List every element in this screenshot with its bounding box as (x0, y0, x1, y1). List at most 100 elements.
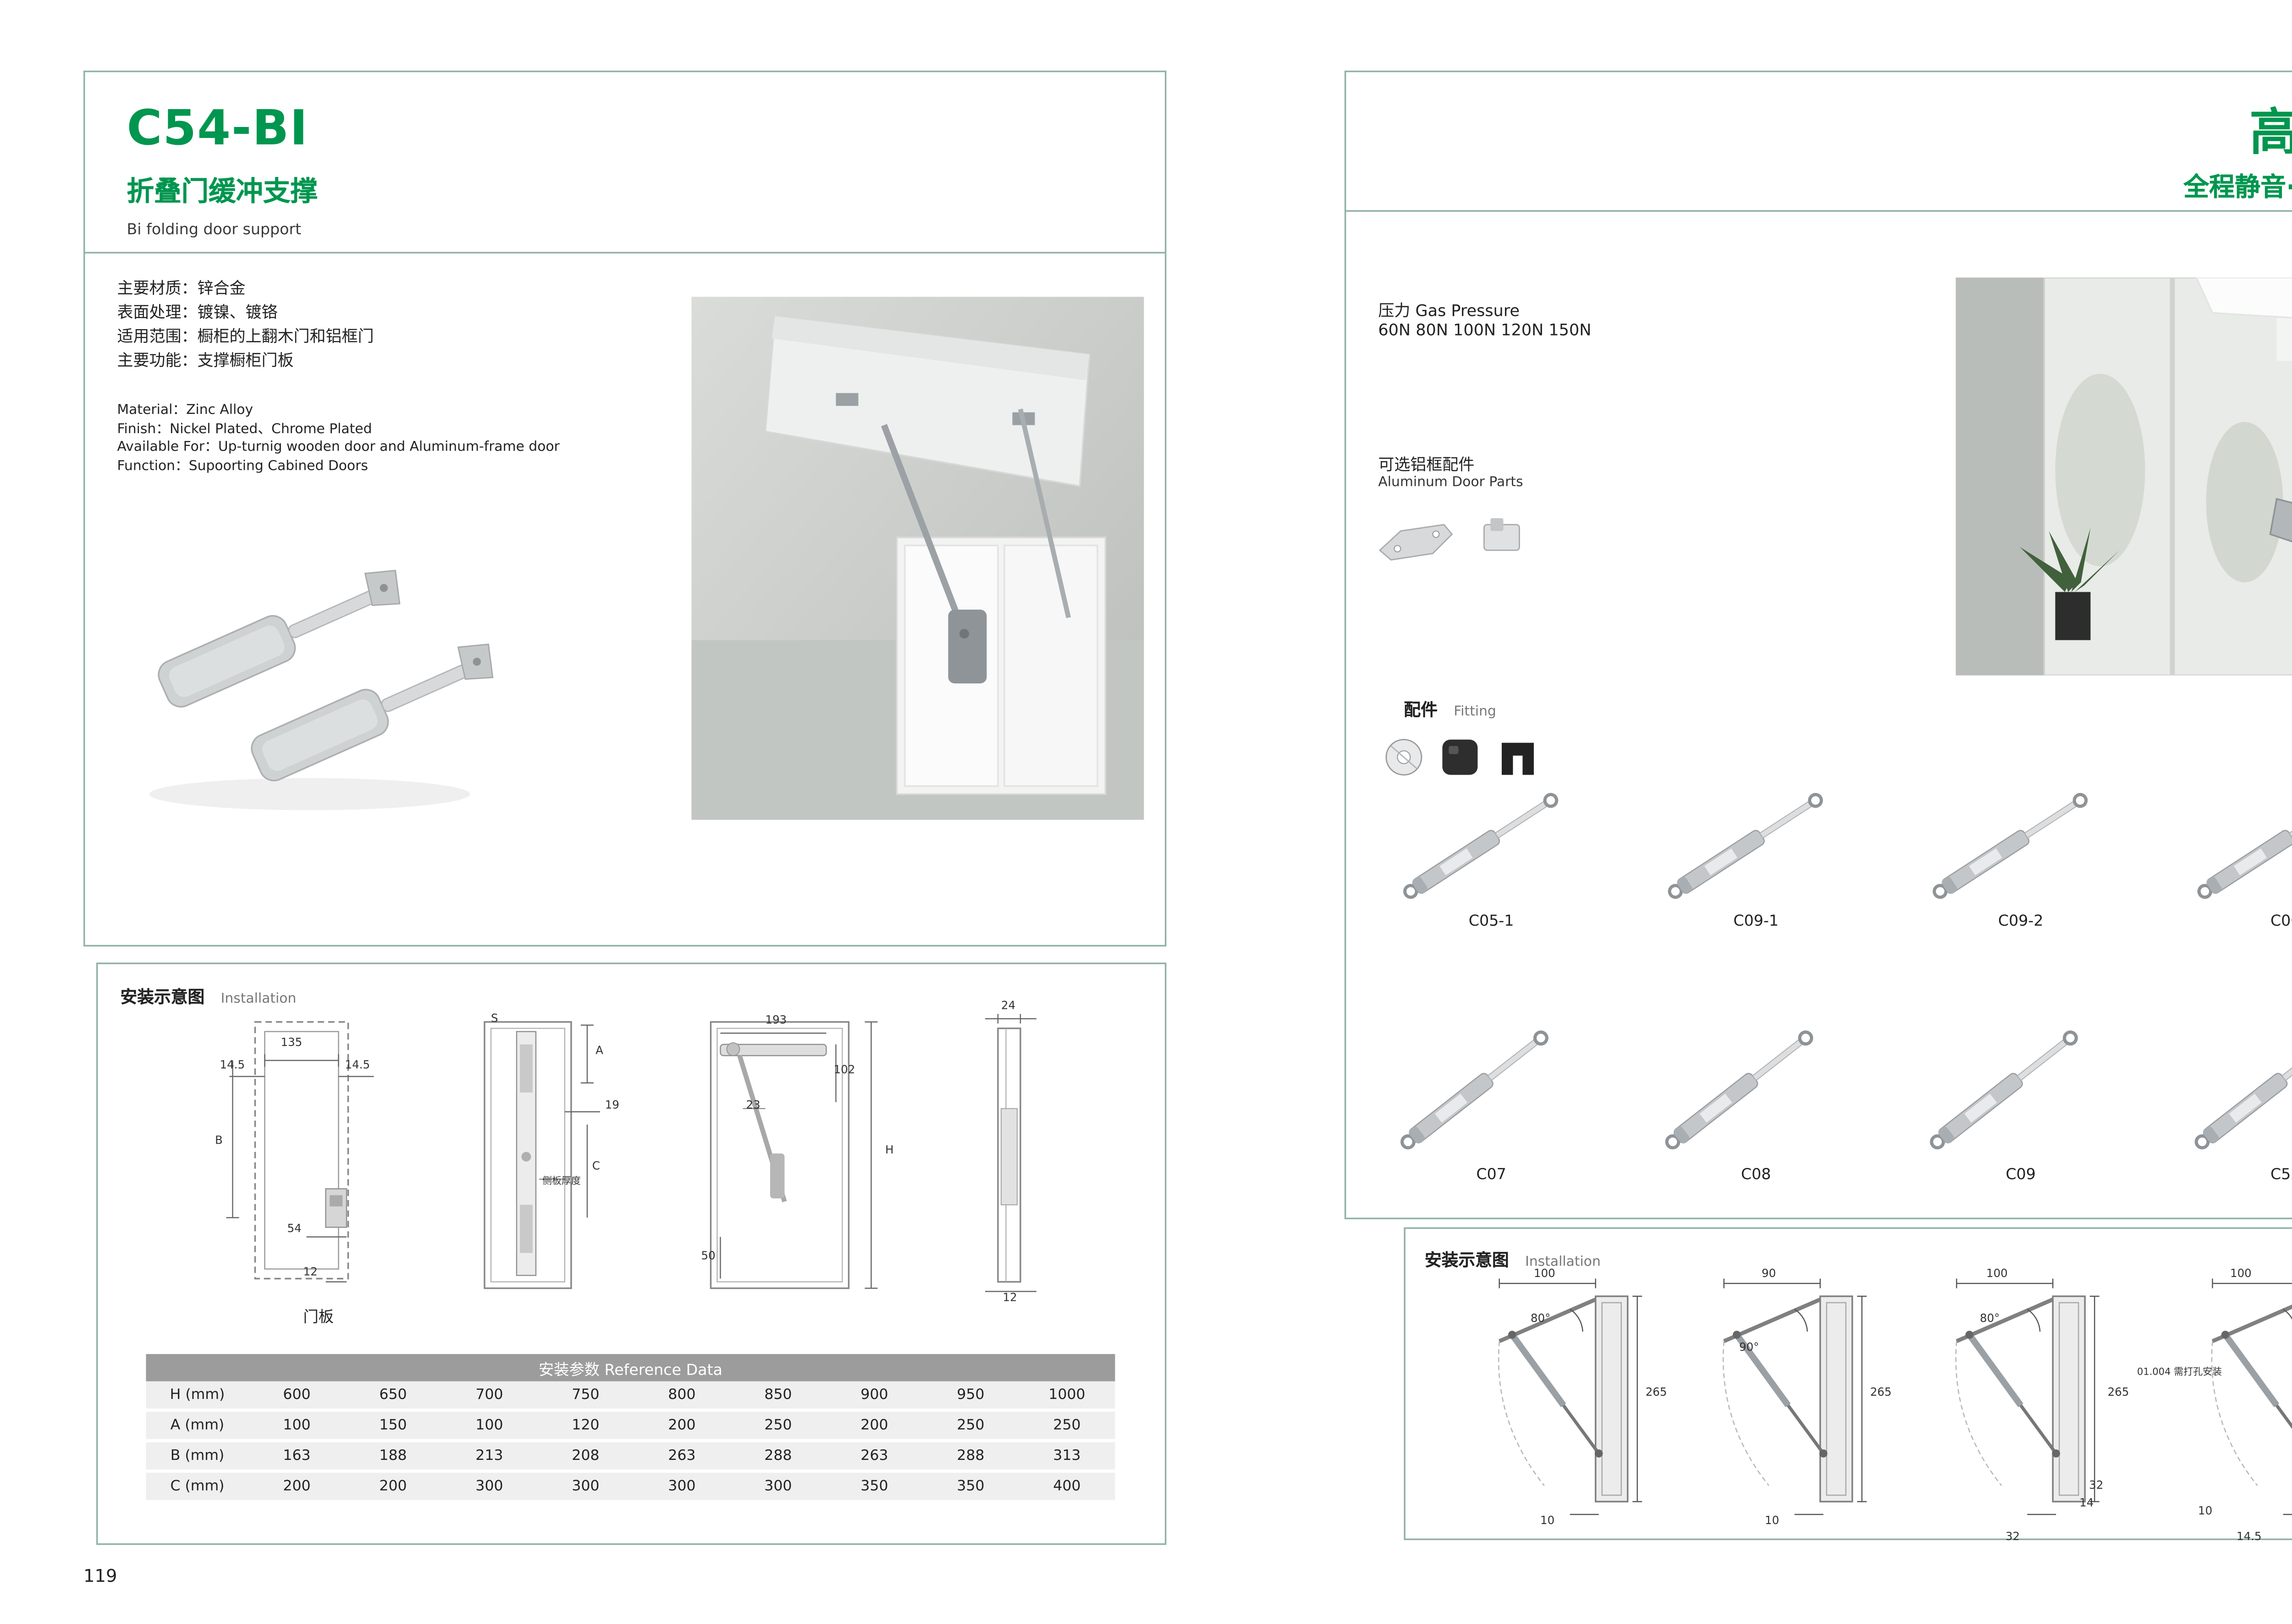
product-code: C08 (1741, 1166, 1771, 1184)
dim-label: 10 (1765, 1514, 1780, 1527)
dim-label: 265 (1645, 1386, 1667, 1399)
product-item: C09-2 (1889, 738, 2154, 930)
product-photo (125, 529, 494, 826)
dim-label: 32 (2006, 1530, 2020, 1543)
table-cell: 100 (283, 1417, 311, 1434)
table-cell: 400 (1053, 1478, 1081, 1495)
table-cell: 150 (379, 1417, 407, 1434)
pressure-label: 压力 Gas Pressure (1378, 303, 1520, 321)
install-diagram-3: 100 80° 265 32 14 32 (1916, 1267, 2129, 1543)
gas-spring-image (1636, 971, 1876, 1160)
product-row-1: C05-1 C09-1 C09-2 (1359, 738, 2292, 930)
left-installation-panel: 安装示意图 Installation 135 14.5 1 (96, 963, 1167, 1545)
diagram-drawing (710, 1021, 878, 1289)
diagram-door-front: 135 14.5 14.5 B 54 12 (210, 1013, 427, 1298)
product-code: C09-1 (1733, 913, 1779, 931)
dim-label: 23 (746, 1099, 760, 1112)
dim-label: 80° (1531, 1312, 1551, 1325)
installation-label-en: Installation (220, 991, 297, 1007)
dim-label: 100 (2230, 1267, 2252, 1280)
table-cell: 288 (957, 1448, 985, 1464)
product-model-title: C54-BI (127, 101, 309, 158)
diagram-cabinet-section: 193 102 23 50 H (695, 1013, 894, 1298)
product-item: C07 (1359, 971, 1624, 1184)
dim-label: B (215, 1134, 223, 1147)
installation-label-cn: 安装示意图 (1425, 1251, 1509, 1271)
table-cell: 288 (764, 1448, 792, 1464)
gas-spring-image (1901, 738, 2141, 907)
table-cell: 120 (572, 1417, 600, 1434)
fitting-section-label: 配件 Fitting (1404, 692, 1496, 722)
product-code: C09-2 (1998, 913, 2044, 931)
dim-label: 32 (2089, 1479, 2104, 1492)
gas-spring-image (1371, 738, 1612, 907)
product-item: C52 (2153, 971, 2292, 1184)
row-label: H (mm) (170, 1387, 225, 1403)
fitting-accessories-image (1382, 727, 1558, 788)
dim-label: 50 (701, 1250, 716, 1263)
gas-spring-image (1371, 971, 1612, 1160)
gas-spring-image (2165, 971, 2292, 1160)
support-hardware-image (149, 561, 494, 810)
row-label: B (mm) (170, 1448, 225, 1464)
dim-label: 102 (833, 1063, 855, 1077)
table-cell: 163 (283, 1448, 311, 1464)
dim-label: 265 (2107, 1386, 2129, 1399)
aluminum-parts-label-cn: 可选铝框配件 (1378, 457, 1475, 475)
install-diagram-4: 100 265 01.004 需打孔安装 Φ15 14.5 10 (2137, 1267, 2292, 1543)
dim-label: 90 (1762, 1267, 1776, 1280)
table-title: 安装参数 Reference Data (146, 1354, 1115, 1382)
aluminum-parts-icons (1378, 518, 1520, 561)
table-cell: 350 (957, 1478, 985, 1495)
spec-line: 表面处理：镀镍、镀铬 (117, 305, 278, 323)
product-code: C07 (1476, 1166, 1507, 1184)
table-cell: 300 (668, 1478, 696, 1495)
fitting-label-en: Fitting (1454, 704, 1496, 721)
diagram-drawing (1916, 1274, 2116, 1530)
aluminum-parts-label-en: Aluminum Door Parts (1378, 475, 1523, 491)
table-cell: 188 (379, 1448, 407, 1464)
install-diagram-1: 100 80° 265 10 (1466, 1267, 1667, 1530)
table-cell: 208 (572, 1448, 600, 1464)
diagram-drawing (2160, 1274, 2292, 1530)
product-code: C05-1 (1468, 913, 1514, 931)
table-cell: 213 (475, 1448, 503, 1464)
spec-line: Material：Zinc Alloy (117, 402, 253, 419)
installation-label-en: Installation (1525, 1255, 1601, 1271)
spec-line: Finish：Nickel Plated、Chrome Plated (117, 421, 372, 437)
dim-label: 10 (1540, 1514, 1555, 1527)
table-cell: 300 (764, 1478, 792, 1495)
table-cell: 200 (668, 1417, 696, 1434)
dim-label: 19 (605, 1099, 619, 1112)
diagram-drawing (1466, 1274, 1651, 1530)
table-cell: 950 (957, 1387, 985, 1403)
dim-label: 14.5 (220, 1059, 245, 1072)
table-cell: 200 (283, 1478, 311, 1495)
dim-label: 10 (2198, 1505, 2213, 1518)
left-page-main-panel: C54-BI 折叠门缓冲支撑 Bi folding door support 主… (83, 71, 1167, 947)
table-cell: 250 (1053, 1417, 1081, 1434)
divider (1346, 210, 2292, 212)
diagram-drawing (226, 1021, 374, 1283)
diagram-side-view: S A 19 C 侧板厚度 (459, 1013, 619, 1298)
pressure-values: 60N 80N 100N 120N 150N (1378, 322, 1592, 341)
side-thickness-note: 侧板厚度 (542, 1176, 581, 1188)
product-item: C05-1 (1359, 738, 1624, 930)
table-cell: 300 (475, 1478, 503, 1495)
table-cell: 250 (957, 1417, 985, 1434)
quality-subtitle-cn: 全程静音·缓冲支撑 (2183, 171, 2292, 203)
spec-line: 主要材质：锌合金 (117, 281, 246, 299)
diagram-drawing (484, 1021, 600, 1289)
dim-label: 265 (1870, 1386, 1892, 1399)
dim-label: 100 (1534, 1267, 1555, 1280)
spec-line: Function：Supoorting Cabined Doors (117, 458, 368, 474)
table-cell: 100 (475, 1417, 503, 1434)
installation-section-label: 安装示意图 Installation (1425, 1242, 1601, 1272)
dim-label: 14.5 (2237, 1530, 2262, 1543)
dim-label: 90° (1739, 1341, 1759, 1354)
gas-spring-photo (1956, 277, 2292, 676)
